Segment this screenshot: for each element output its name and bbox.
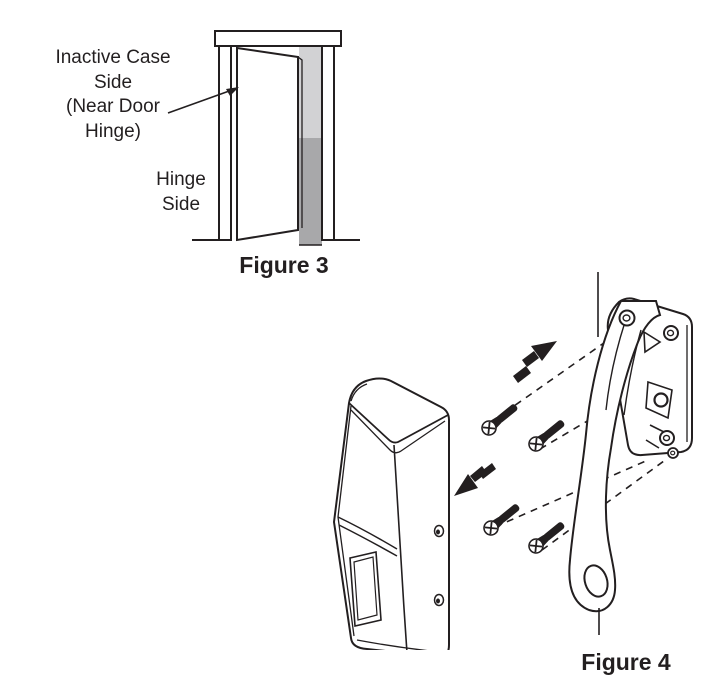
handle-thumb-hole <box>583 564 609 598</box>
screw-icon-4 <box>525 517 569 557</box>
label-inactive-case-side: Inactive Case Side (Near Door Hinge) <box>55 47 171 142</box>
screw-icon-2 <box>525 415 569 455</box>
plate-lug-bottom <box>659 430 679 459</box>
door-jamb-left <box>218 45 232 241</box>
lock-case <box>332 377 450 650</box>
case-slot <box>349 551 382 627</box>
arrow-away-from-door-icon <box>454 463 496 496</box>
door-panel <box>236 46 299 242</box>
dashed-guide-line-2 <box>539 387 644 450</box>
case-screw-hole-1 <box>433 524 445 538</box>
doorway-shadow-lower <box>299 138 322 245</box>
figure3-illustration <box>167 30 360 246</box>
label-leader-arrow <box>167 87 239 114</box>
case-screw-hole-2 <box>433 593 445 607</box>
door-edge-thickness <box>297 56 303 228</box>
handle-lever <box>568 300 662 613</box>
label-hinge-side: Hinge Side <box>156 169 206 215</box>
plate-lug-top-right <box>663 325 679 341</box>
arrow-toward-door-icon <box>513 341 557 383</box>
figure3-caption: Figure 3 <box>239 252 329 278</box>
screw-icon-1 <box>478 399 522 439</box>
case-seam <box>337 516 398 557</box>
doorway-shadow-upper <box>299 47 322 138</box>
screw-icon-3 <box>480 499 524 539</box>
plate-lug-top-left <box>618 309 636 327</box>
figure4-illustration <box>332 272 693 650</box>
door-jamb-right <box>321 45 335 241</box>
dashed-guide-line-3 <box>494 459 649 528</box>
plate-hole-middle <box>653 392 669 408</box>
figure4-caption: Figure 4 <box>581 649 671 675</box>
door-frame-lintel <box>214 30 342 47</box>
